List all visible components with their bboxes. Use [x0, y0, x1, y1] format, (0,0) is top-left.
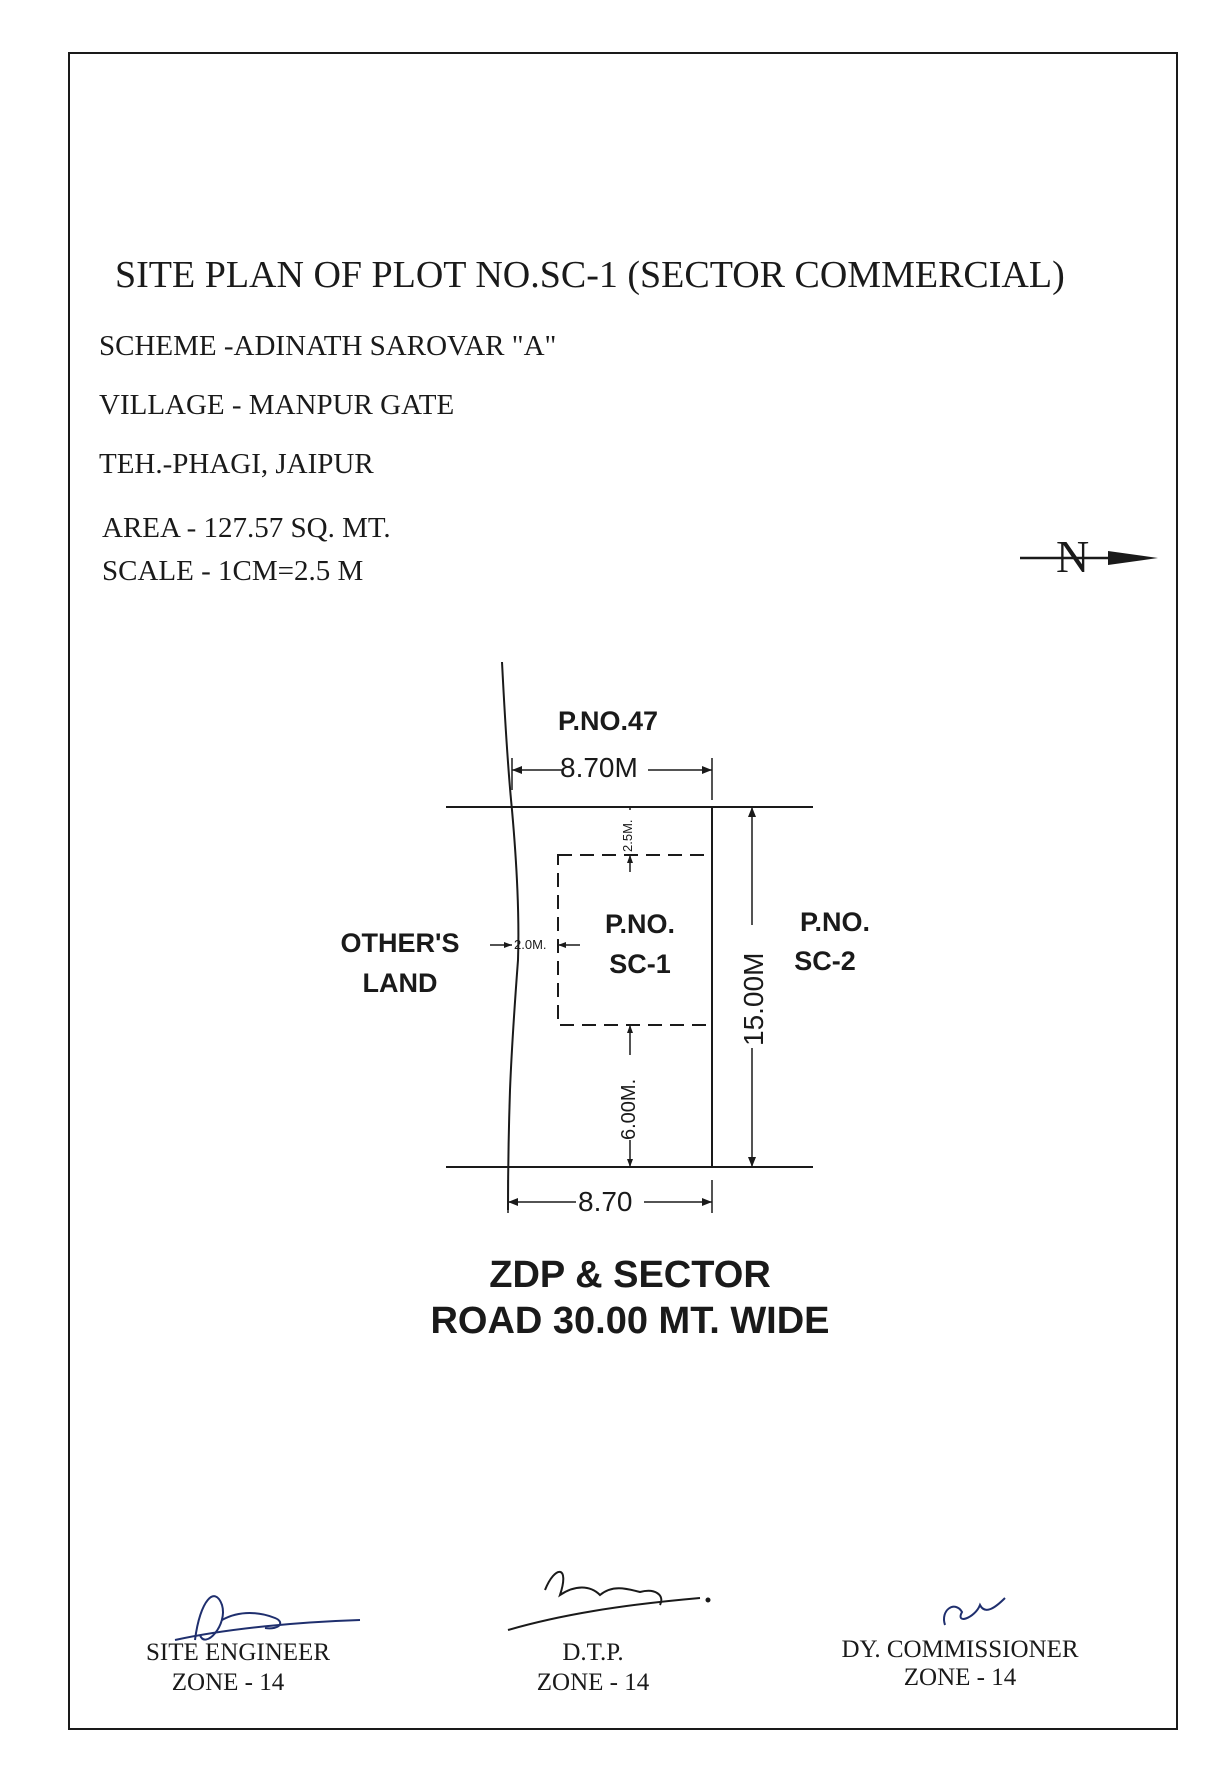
side-setback-dimension: 2.0M.: [514, 937, 547, 952]
depth-dimension: 15.00M: [738, 952, 769, 1046]
tehsil-line: TEH.-PHAGI, JAIPUR: [99, 448, 374, 480]
north-arrow-icon: [1020, 551, 1158, 565]
plot-label-line2: SC-1: [609, 949, 671, 979]
front-setback-dimension: 6.00M.: [618, 1078, 640, 1140]
village-line: VILLAGE - MANPUR GATE: [99, 389, 455, 421]
road-label-line1: ZDP & SECTOR: [489, 1254, 771, 1296]
site-engineer-title: SITE ENGINEER: [146, 1639, 330, 1666]
bottom-width-dimension: 8.70: [578, 1186, 633, 1217]
scheme-line: SCHEME -ADINATH SAROVAR "A": [99, 330, 557, 362]
page-border: [68, 52, 1178, 1730]
page-title: SITE PLAN OF PLOT NO.SC-1 (SECTOR COMMER…: [115, 254, 1065, 296]
road-label-line2: ROAD 30.00 MT. WIDE: [430, 1300, 830, 1342]
dy-commissioner-zone: ZONE - 14: [903, 1664, 1017, 1691]
north-label: N: [1056, 531, 1090, 582]
left-neighbor-label-line2: LAND: [362, 968, 438, 998]
top-neighbor-label: P.NO.47: [557, 706, 659, 736]
dy-commissioner-title: DY. COMMISSIONER: [841, 1636, 1079, 1663]
dtp-zone: ZONE - 14: [536, 1669, 650, 1696]
right-neighbor-label-line2: SC-2: [794, 946, 856, 976]
top-width-dimension: 8.70M: [560, 752, 638, 783]
scale-line: SCALE - 1CM=2.5 M: [102, 555, 364, 587]
dtp-title: D.T.P.: [562, 1639, 624, 1666]
others-land-boundary: [501, 661, 520, 1211]
building-line: [557, 854, 713, 1026]
rear-setback-dimension: 2.5M.: [620, 819, 635, 852]
area-line: AREA - 127.57 SQ. MT.: [102, 512, 391, 544]
site-engineer-signature: [174, 1595, 361, 1641]
plot-label-line1: P.NO.: [604, 909, 676, 939]
site-engineer-zone: ZONE - 14: [171, 1669, 285, 1696]
left-neighbor-label-line1: OTHER'S: [340, 928, 460, 958]
dy-commissioner-signature: [943, 1597, 1006, 1626]
right-neighbor-label-line1: P.NO.: [799, 907, 871, 937]
dtp-signature: [507, 1570, 711, 1631]
